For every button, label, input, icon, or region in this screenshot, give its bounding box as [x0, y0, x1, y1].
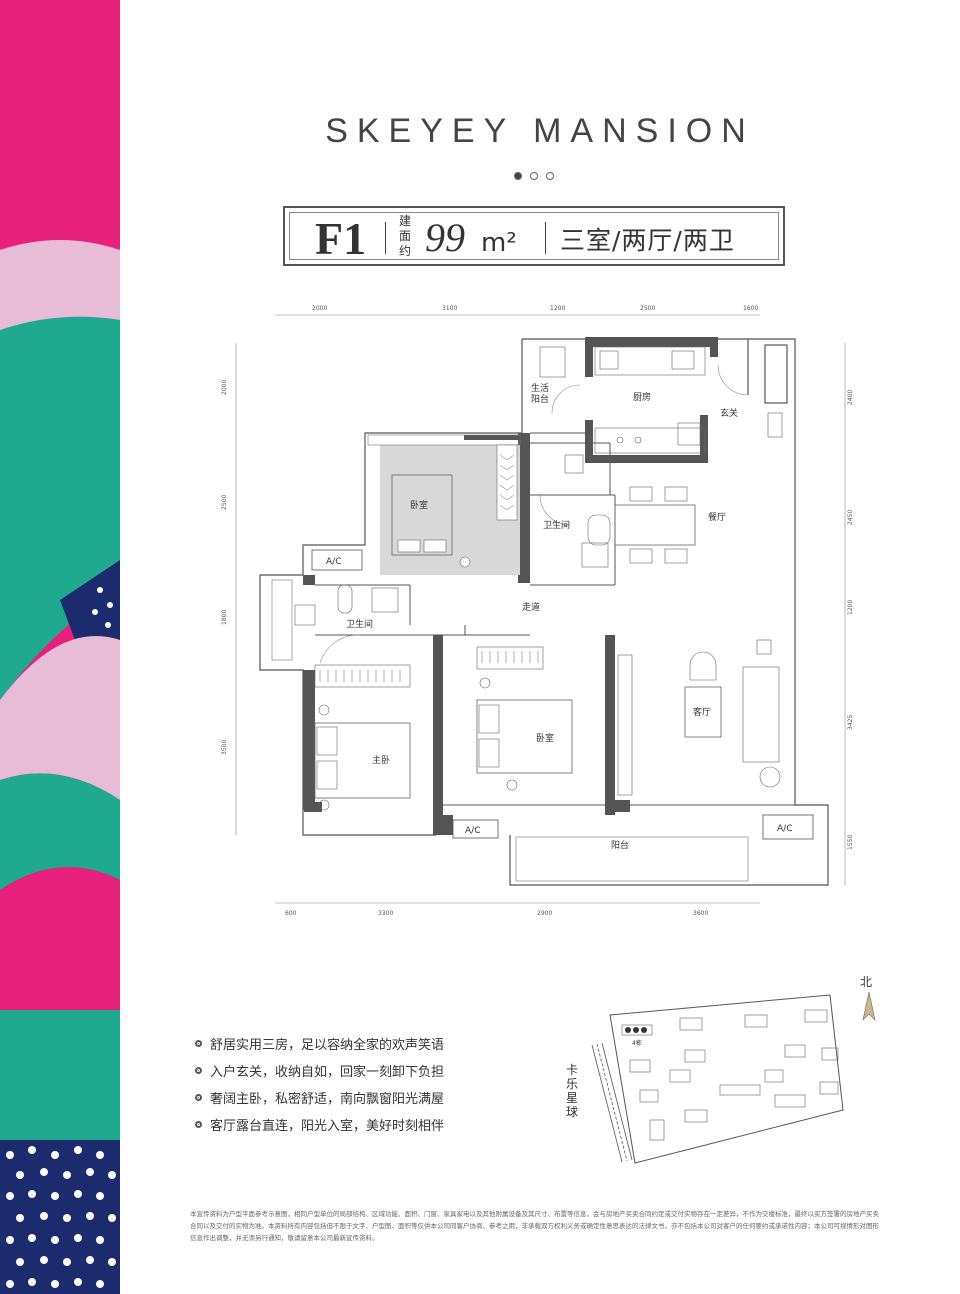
unit-title-box: F1 建面约 99 m² 三室/两厅/两卫: [283, 206, 785, 266]
compass-icon: [862, 991, 876, 1021]
dim-right-1: 2400: [847, 390, 854, 405]
dim-left-4: 3500: [221, 740, 228, 755]
indicator-dot-active: [514, 172, 522, 180]
dim-right-3: 1200: [847, 600, 854, 615]
road-label: 卡乐星球: [566, 1063, 579, 1119]
feature-text: 入户玄关，收纳自如，回家一刻卸下负担: [210, 1065, 445, 1080]
page-indicator: [514, 165, 562, 180]
dim-bottom-2: 3300: [378, 910, 393, 915]
dim-left-1: 2000: [221, 380, 228, 395]
unit-code: F1: [315, 213, 367, 264]
room-label-bathroom: 卫生间: [346, 618, 373, 630]
indicator-dot: [546, 172, 554, 180]
area-unit: m²: [481, 228, 517, 258]
room-label-dining: 餐厅: [708, 511, 726, 523]
room-label-balcony: 阳台: [611, 839, 629, 851]
dim-top-2: 3100: [442, 305, 457, 312]
dim-top-3: 1200: [550, 305, 565, 312]
bullet-icon: [195, 1040, 202, 1047]
room-label-corridor: 走道: [522, 601, 540, 613]
north-label: 北: [860, 975, 872, 989]
bedroom-top-floor: [380, 445, 520, 575]
site-plan: 北 4栋: [591, 975, 876, 1164]
feature-item: 入户玄关，收纳自如，回家一刻卸下负担: [195, 1057, 515, 1084]
feature-text: 客厅露台直连，阳光入室，美好时刻相伴: [210, 1119, 445, 1134]
room-label-bedroom: 卧室: [410, 499, 428, 511]
dim-bottom-3: 2900: [537, 910, 552, 915]
indicator-dot: [530, 172, 538, 180]
decorative-side-strip: [0, 0, 120, 1294]
room-label-bedroom: 卧室: [536, 732, 554, 744]
room-label-service-balcony: 生活阳台: [531, 384, 550, 405]
dim-top-4: 2500: [640, 305, 655, 312]
dim-left-3: 1800: [221, 610, 228, 625]
feature-text: 奢阔主卧，私密舒适，南向飘窗阳光满屋: [210, 1092, 445, 1107]
dim-left-2: 2500: [221, 495, 228, 510]
feature-text: 舒居实用三房，足以容纳全家的欢声笑语: [210, 1038, 445, 1053]
bullet-icon: [195, 1121, 202, 1128]
disclaimer: 本宣传资料为户型平面参考示意图，相同户型单位的局部结构、区域功能、面积、门窗、家…: [190, 1210, 879, 1242]
room-label-kitchen: 厨房: [633, 391, 651, 403]
dim-right-5: 1550: [847, 835, 854, 850]
ac-label: A/C: [326, 557, 341, 567]
bullet-icon: [195, 1067, 202, 1074]
room-label-entrance: 玄关: [720, 407, 738, 419]
bullet-icon: [195, 1094, 202, 1101]
divider: [385, 222, 386, 254]
divider: [545, 222, 546, 254]
dim-top-1: 2000: [312, 305, 327, 312]
dim-right-2: 2450: [847, 510, 854, 525]
feature-item: 客厅露台直连，阳光入室，美好时刻相伴: [195, 1111, 515, 1138]
unit-layout: 三室/两厅/两卫: [560, 226, 735, 255]
dim-bottom-1: 600: [285, 910, 297, 915]
feature-item: 舒居实用三房，足以容纳全家的欢声笑语: [195, 1030, 515, 1057]
area-value: 99: [425, 215, 465, 260]
ac-label: A/C: [465, 826, 480, 836]
building-label: 4栋: [632, 1039, 642, 1047]
area-label: 建面约: [399, 214, 412, 258]
dim-right-4: 3425: [847, 715, 854, 730]
ac-label: A/C: [777, 824, 792, 834]
brand-name: SKEYEY MANSION: [325, 112, 755, 150]
feature-item: 奢阔主卧，私密舒适，南向飘窗阳光满屋: [195, 1084, 515, 1111]
feature-list: 舒居实用三房，足以容纳全家的欢声笑语 入户玄关，收纳自如，回家一刻卸下负担 奢阔…: [195, 1030, 515, 1138]
room-label-bathroom: 卫生间: [543, 519, 570, 531]
floor-plan: 2000 3100 1200 2500 1600 600 3300 2900 3…: [221, 305, 854, 915]
dim-top-5: 1600: [743, 305, 758, 312]
room-label-living-room: 客厅: [693, 706, 711, 718]
room-label-master-bedroom: 主卧: [372, 754, 390, 766]
dim-bottom-4: 3600: [693, 910, 708, 915]
